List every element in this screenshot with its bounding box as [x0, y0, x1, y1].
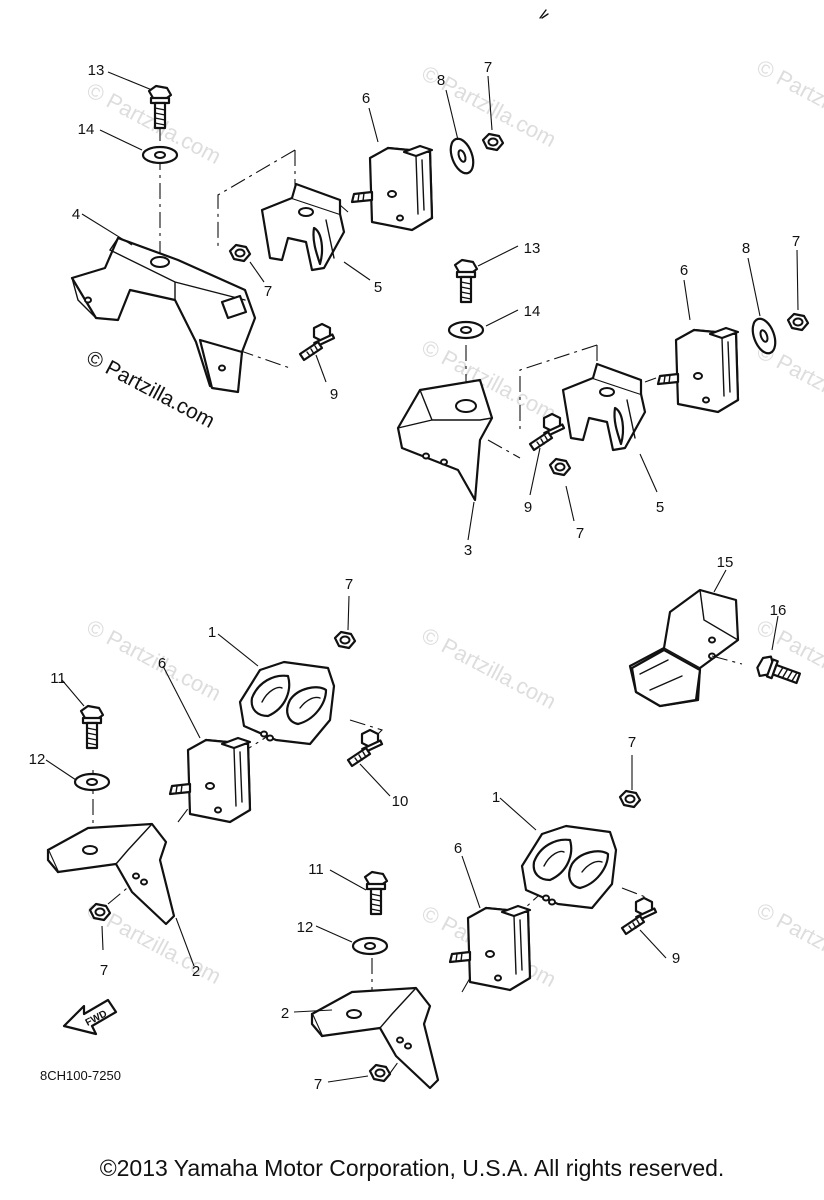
mount-clamp-part-1 — [238, 660, 336, 746]
callout-5: 5 — [374, 279, 382, 296]
assembly-lower-right — [310, 789, 658, 1090]
nut-icon — [618, 789, 642, 809]
copyright-notice: ©2013 Yamaha Motor Corporation, U.S.A. A… — [99, 1155, 725, 1181]
assembly-right-middle — [628, 588, 804, 708]
bolt-icon — [620, 896, 658, 936]
callout-5: 5 — [656, 499, 664, 516]
nut-icon — [88, 902, 112, 922]
watermark-text: © Partzilla.com — [83, 614, 226, 706]
callout-7: 7 — [576, 525, 584, 542]
bracket-part-3 — [396, 378, 494, 502]
watermark-text: © Partzilla.com — [753, 897, 824, 989]
nut-icon — [368, 1063, 392, 1083]
callout-2: 2 — [192, 963, 200, 980]
assembly-upper-right — [396, 258, 810, 502]
diagram-code: 8CH100-7250 — [40, 1068, 121, 1083]
washer-icon — [445, 134, 479, 178]
washer-icon — [73, 772, 111, 792]
mount-clamp-part-1 — [520, 824, 618, 910]
callout-7: 7 — [264, 283, 272, 300]
callout-6: 6 — [158, 655, 166, 672]
washer-icon — [351, 936, 389, 956]
callout-7: 7 — [484, 59, 492, 76]
callout-7: 7 — [314, 1076, 322, 1093]
rubber-damper-part-6 — [656, 326, 740, 414]
nut-icon — [228, 243, 252, 263]
callout-9: 9 — [524, 499, 532, 516]
assembly-lower-left — [46, 630, 384, 926]
partzilla-brand-stamp: © Partzilla.com — [83, 346, 219, 433]
callout-7: 7 — [100, 962, 108, 979]
watermark-text: © Partzilla.com — [753, 54, 824, 146]
callout-11: 11 — [308, 861, 324, 878]
callout-4: 4 — [72, 206, 80, 223]
callout-7: 7 — [345, 576, 353, 593]
rubber-damper-part-6 — [168, 736, 252, 824]
watermark-text: © Partzilla.com — [418, 622, 561, 714]
callout-8: 8 — [742, 240, 750, 257]
nut-icon — [481, 132, 505, 152]
callout-2: 2 — [281, 1005, 289, 1022]
callout-9: 9 — [330, 386, 338, 403]
washer-icon — [447, 320, 485, 340]
callout-13: 13 — [524, 240, 541, 257]
callout-8: 8 — [437, 72, 445, 89]
bolt-icon — [79, 704, 105, 750]
callout-1: 1 — [208, 624, 216, 641]
clamp-part-5 — [260, 182, 346, 272]
callout-3: 3 — [464, 542, 472, 559]
nut-icon — [333, 630, 357, 650]
callout-10: 10 — [392, 793, 409, 810]
callout-1: 1 — [492, 789, 500, 806]
callout-11: 11 — [50, 670, 66, 687]
nut-icon — [548, 457, 572, 477]
callout-14: 14 — [78, 121, 95, 138]
bolt-icon — [298, 322, 336, 362]
assembly-upper-left — [70, 84, 505, 394]
callout-6: 6 — [680, 262, 688, 279]
clamp-part-5 — [561, 362, 647, 452]
fwd-arrow-icon: FWD — [62, 998, 118, 1036]
nut-icon — [786, 312, 810, 332]
bolt-icon — [528, 412, 566, 452]
leader-lines — [45, 71, 799, 1083]
callout-6: 6 — [454, 840, 462, 857]
callout-12: 12 — [297, 919, 314, 936]
callout-13: 13 — [88, 62, 105, 79]
callout-14: 14 — [524, 303, 541, 320]
bolt-icon — [346, 728, 384, 768]
bolt-icon — [363, 870, 389, 916]
callout-numbers: 13 14 4 6 8 7 7 5 9 13 14 6 8 7 9 7 5 3 … — [29, 59, 801, 1093]
callout-7: 7 — [628, 734, 636, 751]
callout-7: 7 — [792, 233, 800, 250]
washer-icon — [141, 145, 179, 165]
bolt-icon — [453, 258, 479, 304]
callout-9: 9 — [672, 950, 680, 967]
callout-6: 6 — [362, 90, 370, 107]
callout-16: 16 — [770, 602, 787, 619]
callout-12: 12 — [29, 751, 46, 768]
callout-15: 15 — [717, 554, 734, 571]
rubber-damper-part-6 — [350, 144, 434, 232]
